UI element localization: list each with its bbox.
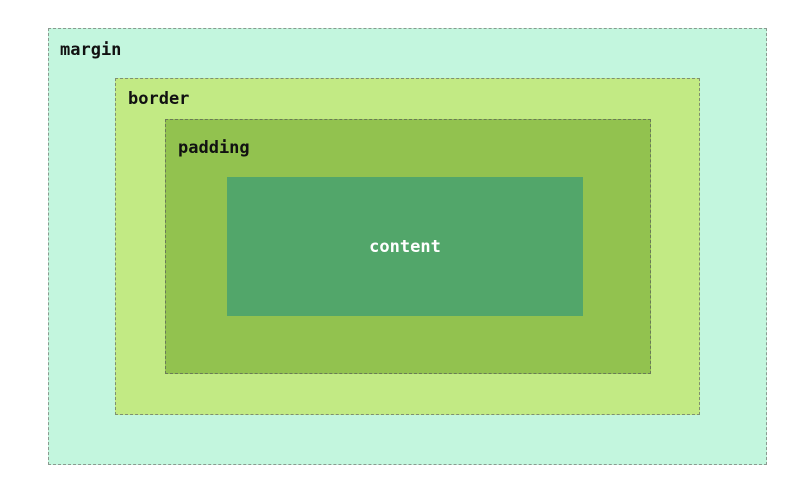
margin-label: margin	[60, 40, 122, 60]
content-box	[227, 177, 583, 316]
border-label: border	[128, 89, 190, 109]
padding-label: padding	[178, 138, 250, 158]
content-label: content	[369, 237, 441, 257]
